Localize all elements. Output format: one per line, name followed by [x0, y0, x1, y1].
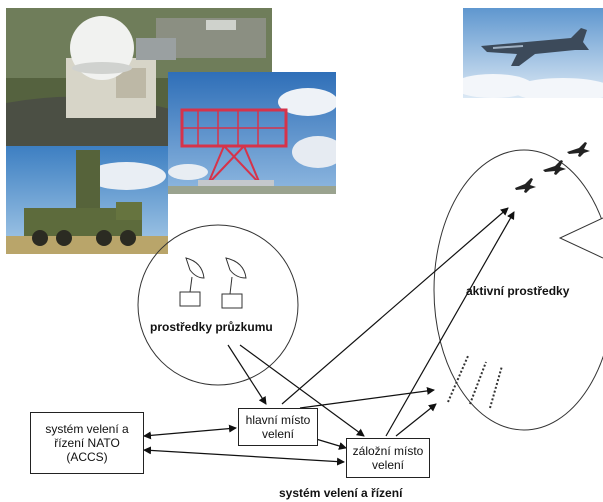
recon-circle [137, 224, 299, 386]
box-line: systém velení a [45, 422, 129, 436]
aircraft-icon [515, 142, 590, 193]
box-line: (ACCS) [66, 450, 108, 464]
box-line: záložní místo [352, 444, 424, 458]
active-ellipse [433, 149, 603, 431]
recon-label: prostředky průzkumu [150, 320, 273, 334]
box-line: hlavní místo [245, 413, 311, 427]
mobile-radar-truck-photo [6, 146, 168, 254]
backup-command-post-box: záložní místo velení [346, 438, 430, 478]
active-label: aktivní prostředky [466, 284, 570, 298]
radar-tower-photo [168, 72, 336, 194]
ellipse-pointer [558, 217, 603, 259]
main-command-post-box: hlavní místo velení [238, 408, 318, 446]
sensor-dish-icon [179, 257, 205, 307]
box-line: velení [371, 458, 405, 472]
sensor-dish-icon [221, 257, 247, 309]
missile-launcher-icon [447, 355, 503, 409]
nato-accs-box: systém velení a řízení NATO (ACCS) [30, 412, 144, 474]
jet-aircraft-photo [463, 8, 603, 98]
flow-arrows [143, 207, 515, 466]
box-line: řízení NATO [54, 436, 120, 450]
box-line: velení [261, 427, 295, 441]
system-label: systém velení a řízení [279, 486, 403, 500]
